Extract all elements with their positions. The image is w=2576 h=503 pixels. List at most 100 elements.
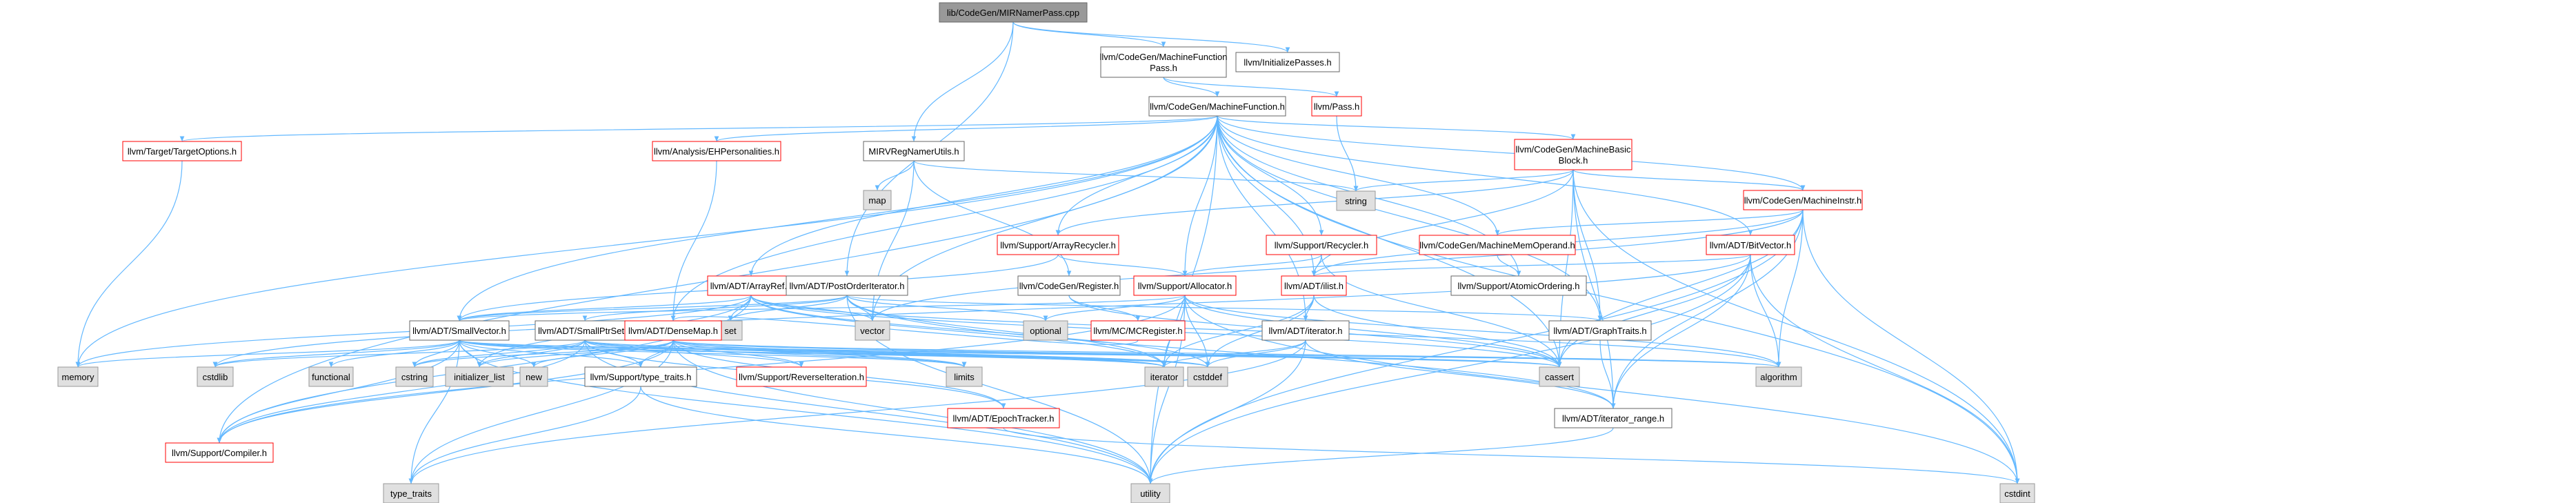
node-reviter[interactable]: llvm/Support/ReverseIteration.h [736, 366, 867, 387]
node-box [1100, 46, 1227, 78]
edge-mbb-to-graphtraits [1572, 169, 1603, 322]
node-creg[interactable]: llvm/CodeGen/Register.h [1017, 275, 1121, 296]
edge-typetraitsh-to-utility [640, 386, 1153, 484]
node-box [855, 320, 890, 341]
node-box [1144, 366, 1184, 387]
node-mmo[interactable]: llvm/CodeGen/MachineMemOperand.h [1419, 235, 1576, 255]
node-box [1187, 366, 1228, 387]
node-atomic[interactable]: llvm/Support/AtomicOrdering.h [1450, 275, 1587, 296]
node-box [1266, 235, 1377, 255]
edge-densemap-to-limits [672, 339, 967, 368]
node-epoch[interactable]: llvm/ADT/EpochTracker.h [947, 408, 1060, 428]
node-label: map [868, 195, 886, 206]
node-label: llvm/Support/AtomicOrdering.h [1457, 281, 1579, 291]
node-smallptr[interactable]: llvm/ADT/SmallPtrSet.h [535, 320, 635, 341]
edge-root-to-mfpass [1012, 21, 1166, 48]
node-mcreg[interactable]: llvm/MC/MCRegister.h [1090, 320, 1186, 341]
node-densemap[interactable]: llvm/ADT/DenseMap.h [624, 320, 722, 341]
node-box [395, 366, 434, 387]
node-label: llvm/Pass.h [1314, 101, 1359, 112]
node-label: MIRVRegNamerUtils.h [868, 146, 959, 157]
edge-root-to-mir [911, 21, 1014, 142]
node-mir[interactable]: MIRVRegNamerUtils.h [863, 141, 965, 161]
node-set: set [718, 320, 743, 341]
node-arrrec[interactable]: llvm/Support/ArrayRecycler.h [997, 235, 1119, 255]
node-box [997, 235, 1119, 255]
edge-bitvec-to-cassert [1557, 254, 1751, 368]
node-label: llvm/ADT/PostOrderIterator.h [790, 281, 905, 291]
node-minstr[interactable]: llvm/CodeGen/MachineInstr.h [1743, 190, 1863, 210]
node-targetopts[interactable]: llvm/Target/TargetOptions.h [122, 141, 242, 161]
edge-densemap-to-utility [672, 339, 1153, 484]
node-ilist[interactable]: llvm/ADT/ilist.h [1281, 275, 1347, 296]
node-box [1450, 275, 1587, 296]
edge-smallptr-to-limits [584, 339, 967, 368]
node-root[interactable]: lib/CodeGen/MIRNamerPass.cpp [939, 2, 1088, 23]
node-label: limits [954, 372, 975, 382]
node-label: functional [312, 372, 350, 382]
node-compiler[interactable]: llvm/Support/Compiler.h [165, 442, 274, 463]
edge-mf-to-ehpers [714, 115, 1218, 142]
edge-bitvec-to-iterrange [1610, 254, 1751, 409]
node-alloc[interactable]: llvm/Support/Allocator.h [1133, 275, 1237, 296]
edge-bitvec-to-utility [1148, 254, 1751, 484]
node-box [786, 275, 908, 296]
node-map: map [863, 190, 892, 210]
node-cstdint: cstdint [1999, 483, 2035, 503]
edge-mbb-to-minstr [1572, 169, 1806, 191]
edge-mf-to-arrayref [748, 115, 1218, 277]
edge-alloc-to-algorithm [1184, 295, 1781, 368]
edge-densemap-to-reviter [672, 339, 804, 368]
node-mf[interactable]: llvm/CodeGen/MachineFunction.h [1148, 96, 1286, 117]
edge-alloc-to-optional [1043, 295, 1186, 322]
node-cstring: cstring [395, 366, 434, 387]
node-ehpers[interactable]: llvm/Analysis/EHPersonalities.h [652, 141, 781, 161]
node-iteratorh[interactable]: llvm/ADT/iterator.h [1261, 320, 1350, 341]
node-label: llvm/Support/Allocator.h [1138, 281, 1232, 291]
node-box [1130, 483, 1170, 503]
node-box [1090, 320, 1186, 341]
edge-smallptr-to-initlist [477, 339, 586, 368]
node-algorithm: algorithm [1755, 366, 1802, 387]
node-label: set [724, 326, 737, 336]
node-box [1514, 139, 1633, 170]
node-box [1706, 235, 1795, 255]
edge-mbb-to-string [1353, 169, 1574, 192]
edge-densemap-to-algorithm [672, 339, 1781, 368]
node-iterator: iterator [1144, 366, 1184, 387]
edge-minstr-to-mmo [1495, 209, 1804, 236]
node-recycler[interactable]: llvm/Support/Recycler.h [1266, 235, 1377, 255]
edge-poiter-to-smallptr [582, 295, 848, 322]
edge-densemap-to-initlist [477, 339, 674, 368]
node-initpasses[interactable]: llvm/InitializePasses.h [1235, 52, 1340, 72]
node-smallvec[interactable]: llvm/ADT/SmallVector.h [409, 320, 510, 341]
node-pass[interactable]: llvm/Pass.h [1311, 96, 1362, 117]
node-poiter[interactable]: llvm/ADT/PostOrderIterator.h [786, 275, 908, 296]
edge-mmo-to-atomic [1497, 254, 1521, 277]
edge-bitvec-to-algorithm [1750, 254, 1781, 368]
node-box [383, 483, 439, 503]
edge-mf-to-targetopts [180, 115, 1218, 142]
node-graphtraits[interactable]: llvm/ADT/GraphTraits.h [1548, 320, 1652, 341]
node-iterrange[interactable]: llvm/ADT/iterator_range.h [1554, 408, 1673, 428]
node-box [624, 320, 722, 341]
edge-alloc-to-smallvec [457, 295, 1186, 322]
node-box [1235, 52, 1340, 72]
edge-poiter-to-vector [846, 295, 875, 322]
node-box [1133, 275, 1237, 296]
node-bitvec[interactable]: llvm/ADT/BitVector.h [1706, 235, 1795, 255]
node-optional: optional [1023, 320, 1068, 341]
node-typetraits: type_traits [383, 483, 439, 503]
edge-smallptr-to-compiler [217, 339, 586, 444]
node-utility: utility [1130, 483, 1170, 503]
edge-mfpass-to-pass [1163, 77, 1339, 97]
edge-mir-to-creg [913, 160, 1072, 277]
node-label: vector [860, 326, 885, 336]
node-typetraitsh[interactable]: llvm/Support/type_traits.h [584, 366, 697, 387]
node-arrayref[interactable]: llvm/ADT/ArrayRef.h [707, 275, 795, 296]
edge-smallvec-to-memory [75, 339, 460, 368]
node-label: llvm/ADT/EpochTracker.h [953, 413, 1055, 424]
